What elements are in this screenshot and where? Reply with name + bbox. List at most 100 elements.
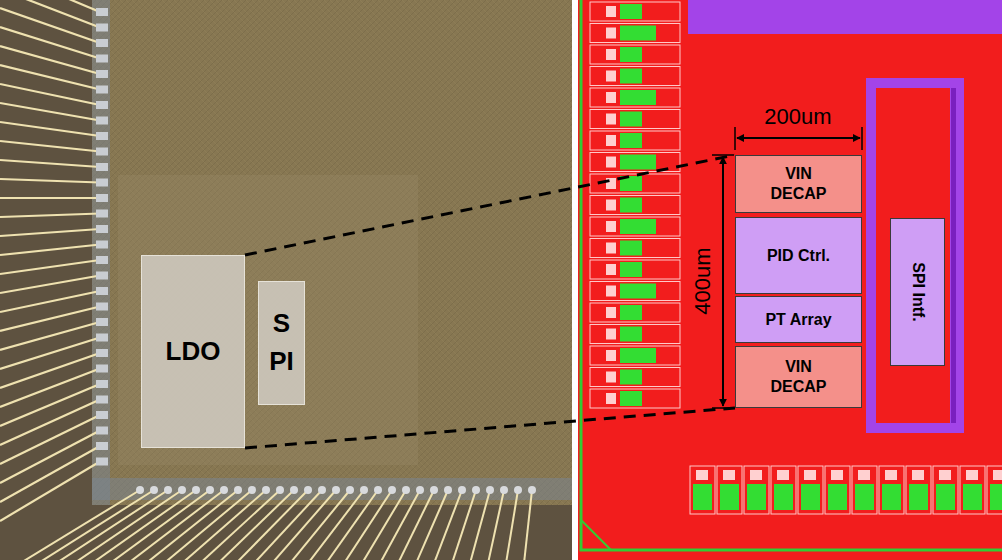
bond-wire [0,291,100,312]
pad-cell [590,196,680,215]
pad-metal [620,391,642,406]
pad-metal [620,69,642,84]
block-label: SPI [269,305,295,380]
pad-metal [720,484,739,510]
pad-cell [590,368,680,387]
pad-via [606,264,616,275]
pad-cell [717,466,742,514]
bond-pad [430,486,438,494]
pad-via [777,470,789,480]
corner-mark [581,520,611,550]
pad-cell [590,389,680,408]
dimension-tick [861,127,863,150]
bond-pad [96,318,108,326]
bond-wire [0,369,100,408]
pad-metal [936,484,955,510]
bond-pad [192,486,200,494]
pad-via [750,470,762,480]
pad-via [993,470,1002,480]
pad-metal [909,484,928,510]
pad-cell [590,325,680,344]
pad-cell [590,88,680,107]
bond-wire [0,122,100,136]
bond-wire [0,338,100,370]
pad-cell [590,2,680,21]
bond-wire [300,490,378,560]
block-label: PID Ctrl. [767,246,830,265]
bond-wire [280,490,364,560]
pad-via [606,221,616,232]
pad-via [723,470,735,480]
bond-pad [150,486,158,494]
bond-pad [332,486,340,494]
pad-metal [747,484,766,510]
pad-via [966,470,978,480]
pad-via [606,114,616,125]
bond-pad [96,179,108,187]
pad-cell [960,466,985,514]
dimension-tick [734,127,736,150]
bond-pad [96,194,108,202]
pad-metal [620,155,656,170]
bond-wire [0,214,100,218]
decap-block: VIN DECAP [735,346,862,408]
layout-boundary [581,0,1002,550]
panel-gap [572,0,578,560]
pad-metal [774,484,793,510]
bond-pad [96,163,108,171]
pad-cell [590,67,680,86]
bond-pad [164,486,172,494]
pad-metal [620,219,656,234]
bond-pad [262,486,270,494]
pad-metal [620,370,642,385]
pad-cell [590,174,680,193]
pad-via [606,329,616,340]
bond-pad [96,210,108,218]
interface-block: SPI Intf. [890,218,945,366]
bond-pad [472,486,480,494]
pad-via [831,470,843,480]
pad-cell [590,239,680,258]
right-metal-inner [876,88,950,423]
bond-wire [0,260,100,274]
pad-via [606,135,616,146]
bond-wire [40,490,196,560]
pad-via [696,470,708,480]
pad-cell [852,466,877,514]
pad-cell [879,466,904,514]
bond-wire [0,353,100,388]
bond-wire [0,490,140,560]
pad-via [606,393,616,404]
bond-pad [206,486,214,494]
top-metal-band [688,0,1002,34]
bond-wire [0,8,100,43]
bond-pad [220,486,228,494]
bond-pad [96,287,108,295]
bond-wire [0,229,100,236]
bond-pad [96,148,108,156]
pad-cell [744,466,769,514]
bond-pad [96,380,108,388]
bond-pad [346,486,354,494]
pad-cell [771,466,796,514]
bond-wire [0,197,100,199]
bond-pad [402,486,410,494]
pass-transistor-block: PT Array [735,296,862,343]
bond-wire [460,490,490,560]
bond-pad [276,486,284,494]
pad-cell [590,131,680,150]
pad-via [912,470,924,480]
bond-wire [520,490,532,560]
bond-pad [514,486,522,494]
bond-wire [0,446,100,502]
bond-wire [0,65,100,90]
pad-via [606,307,616,318]
pad-metal [828,484,847,510]
pad-ring-bottom [92,478,572,500]
pad-cell [590,110,680,129]
bond-wire [0,0,100,12]
controller-block: PID Ctrl. [735,217,862,294]
bond-wire [160,490,280,560]
pad-cell [690,466,715,514]
pad-metal [620,133,642,148]
